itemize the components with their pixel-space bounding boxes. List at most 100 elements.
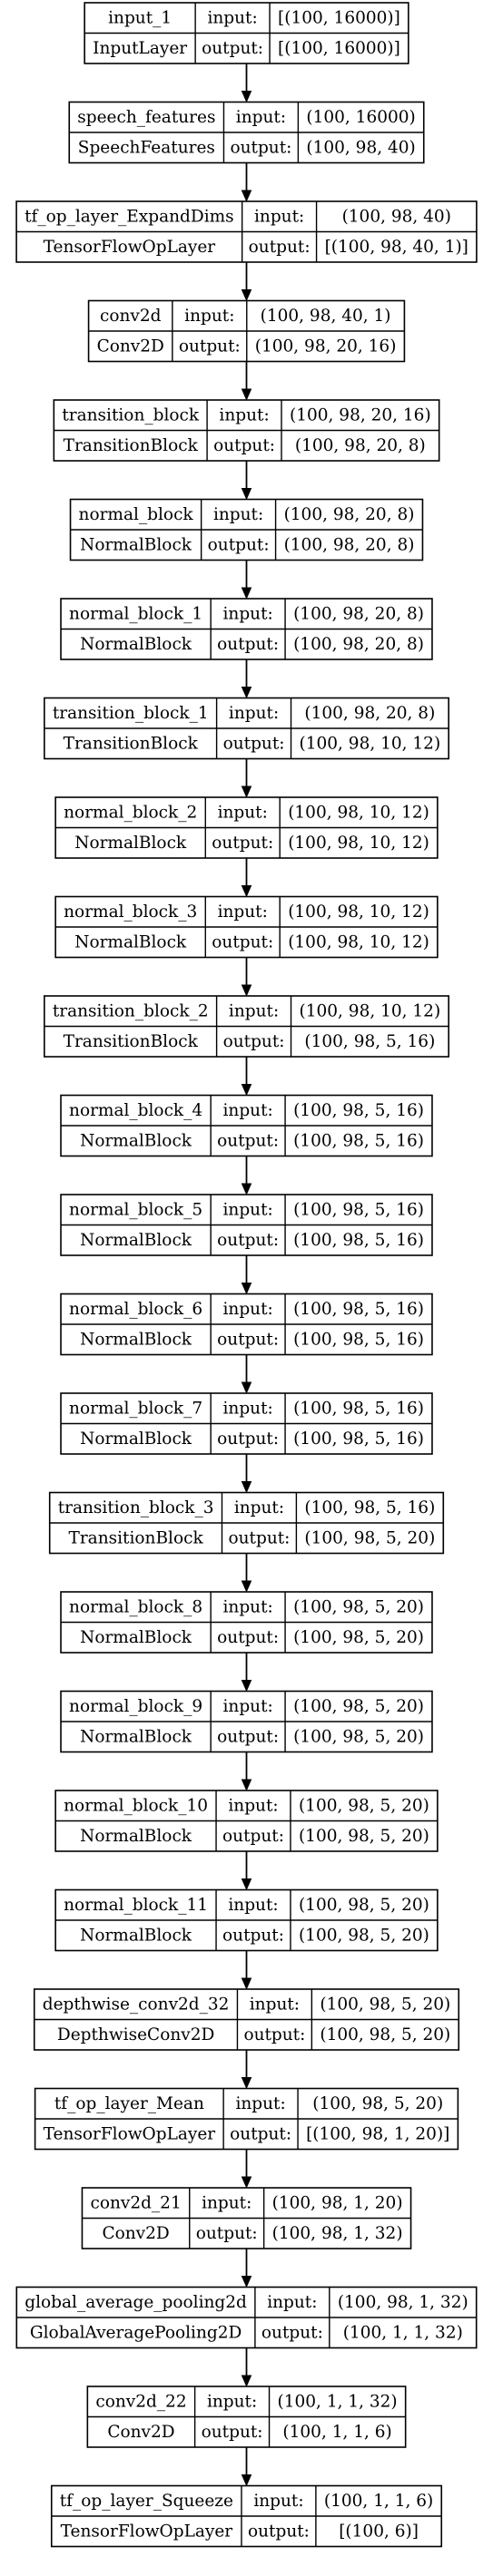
- arrow-head: [241, 1183, 252, 1195]
- input-shape: (100, 98, 5, 16): [293, 1399, 424, 1418]
- layer-type: NormalBlock: [80, 1231, 192, 1250]
- layer-node: [50, 2484, 443, 2548]
- arrow-head: [241, 2077, 252, 2090]
- input-label: input:: [202, 2193, 251, 2212]
- output-label: output:: [230, 138, 291, 157]
- input-shape: (100, 98, 20, 8): [293, 604, 424, 623]
- layer-node: [60, 1194, 433, 1256]
- output-label: output:: [230, 2124, 291, 2143]
- input-label: input:: [234, 1498, 284, 1517]
- input-label: input:: [267, 2293, 317, 2312]
- layer-node: [69, 498, 424, 561]
- arrow-head: [241, 1878, 252, 1891]
- arrow-head: [241, 1580, 252, 1593]
- input-shape: (100, 98, 40): [342, 207, 451, 226]
- output-shape: [(100, 98, 40, 1)]: [325, 238, 468, 257]
- input-shape: (100, 1, 1, 6): [324, 2492, 433, 2511]
- arrow-head: [241, 2176, 252, 2189]
- arrow-head: [241, 91, 252, 103]
- layer-type: NormalBlock: [80, 1727, 192, 1746]
- layer-node: [60, 598, 433, 660]
- input-label: input:: [228, 1796, 278, 1815]
- layer-name: normal_block_1: [69, 604, 202, 623]
- output-label: output:: [228, 1528, 290, 1547]
- output-shape: [(100, 16000)]: [278, 39, 400, 58]
- layer-type: NormalBlock: [80, 1827, 192, 1846]
- input-shape: (100, 98, 10, 12): [288, 803, 429, 822]
- output-label: output:: [213, 436, 275, 455]
- output-shape: (100, 98, 5, 20): [299, 1926, 429, 1945]
- input-label: input:: [218, 803, 268, 822]
- input-shape: (100, 98, 5, 16): [304, 1498, 435, 1517]
- layer-name: transition_block_2: [53, 1001, 209, 1020]
- layer-name: normal_block_9: [69, 1697, 202, 1716]
- input-shape: (100, 98, 5, 20): [299, 1896, 429, 1915]
- output-label: output:: [248, 2522, 310, 2541]
- layer-type: NormalBlock: [80, 635, 192, 654]
- layer-node: [54, 1790, 439, 1852]
- input-shape: (100, 98, 40, 1): [261, 307, 391, 326]
- output-shape: (100, 98, 1, 32): [272, 2224, 403, 2243]
- layer-name: normal_block: [79, 505, 194, 524]
- output-label: output:: [217, 1727, 279, 1746]
- layer-name: conv2d_22: [95, 2392, 186, 2411]
- arrow-head: [241, 885, 252, 898]
- layer-type: TensorFlowOpLayer: [44, 2124, 216, 2143]
- input-label: input:: [222, 1300, 272, 1319]
- output-shape: (100, 98, 5, 20): [293, 1628, 424, 1647]
- output-label: output:: [223, 734, 285, 753]
- layer-node: [53, 399, 440, 462]
- layer-node: [60, 1293, 433, 1356]
- input-label: input:: [229, 704, 279, 723]
- layer-node: [54, 1888, 439, 1952]
- output-label: output:: [217, 1429, 279, 1449]
- input-shape: (100, 98, 5, 16): [293, 1101, 424, 1120]
- output-label: output:: [243, 2025, 305, 2044]
- input-label: input:: [250, 1995, 300, 2014]
- input-shape: (100, 98, 10, 12): [300, 1001, 441, 1020]
- input-label: input:: [235, 2094, 285, 2113]
- arrow-head: [241, 289, 252, 302]
- layer-node: [54, 895, 439, 959]
- input-label: input:: [184, 307, 234, 326]
- layer-type: Conv2D: [107, 2423, 174, 2442]
- layer-name: depthwise_conv2d_32: [43, 1995, 230, 2014]
- layer-name: normal_block_11: [64, 1896, 208, 1915]
- arrow-head: [241, 2474, 252, 2487]
- output-label: output:: [179, 337, 241, 356]
- output-label: output:: [196, 2224, 258, 2243]
- layer-name: normal_block_10: [64, 1796, 208, 1815]
- arrow-head: [241, 1283, 252, 1295]
- output-shape: (100, 1, 1, 6): [282, 2423, 391, 2442]
- layer-name: transition_block: [62, 405, 200, 424]
- layer-type: NormalBlock: [80, 1628, 192, 1647]
- input-shape: (100, 98, 5, 20): [299, 1796, 429, 1815]
- layer-name: normal_block_2: [64, 803, 197, 822]
- output-shape: (100, 98, 10, 12): [300, 734, 441, 753]
- output-shape: (100, 98, 5, 20): [320, 2025, 450, 2044]
- output-shape: (100, 98, 20, 8): [295, 436, 426, 455]
- layer-name: normal_block_8: [69, 1597, 202, 1616]
- output-label: output:: [249, 238, 311, 257]
- input-label: input:: [207, 2392, 257, 2411]
- output-shape: (100, 98, 40): [306, 138, 415, 157]
- arrow-head: [241, 2375, 252, 2387]
- layer-type: TensorFlowOpLayer: [61, 2522, 233, 2541]
- arrow-head: [241, 1381, 252, 1394]
- input-label: input:: [218, 903, 268, 922]
- layer-type: NormalBlock: [80, 1330, 192, 1349]
- layer-node: [44, 697, 449, 760]
- arrow-head: [241, 687, 252, 699]
- arrow-head: [241, 984, 252, 997]
- layer-node: [86, 2386, 407, 2448]
- layer-type: Conv2D: [97, 337, 164, 356]
- input-shape: (100, 98, 20, 8): [284, 505, 415, 524]
- output-label: output:: [208, 535, 270, 554]
- output-shape: (100, 98, 5, 16): [293, 1131, 424, 1150]
- input-label: input:: [228, 1896, 278, 1915]
- input-label: input:: [254, 207, 304, 226]
- input-shape: (100, 98, 5, 16): [293, 1300, 424, 1319]
- input-label: input:: [222, 1399, 272, 1418]
- input-label: input:: [222, 1200, 272, 1219]
- input-shape: (100, 16000): [306, 108, 415, 127]
